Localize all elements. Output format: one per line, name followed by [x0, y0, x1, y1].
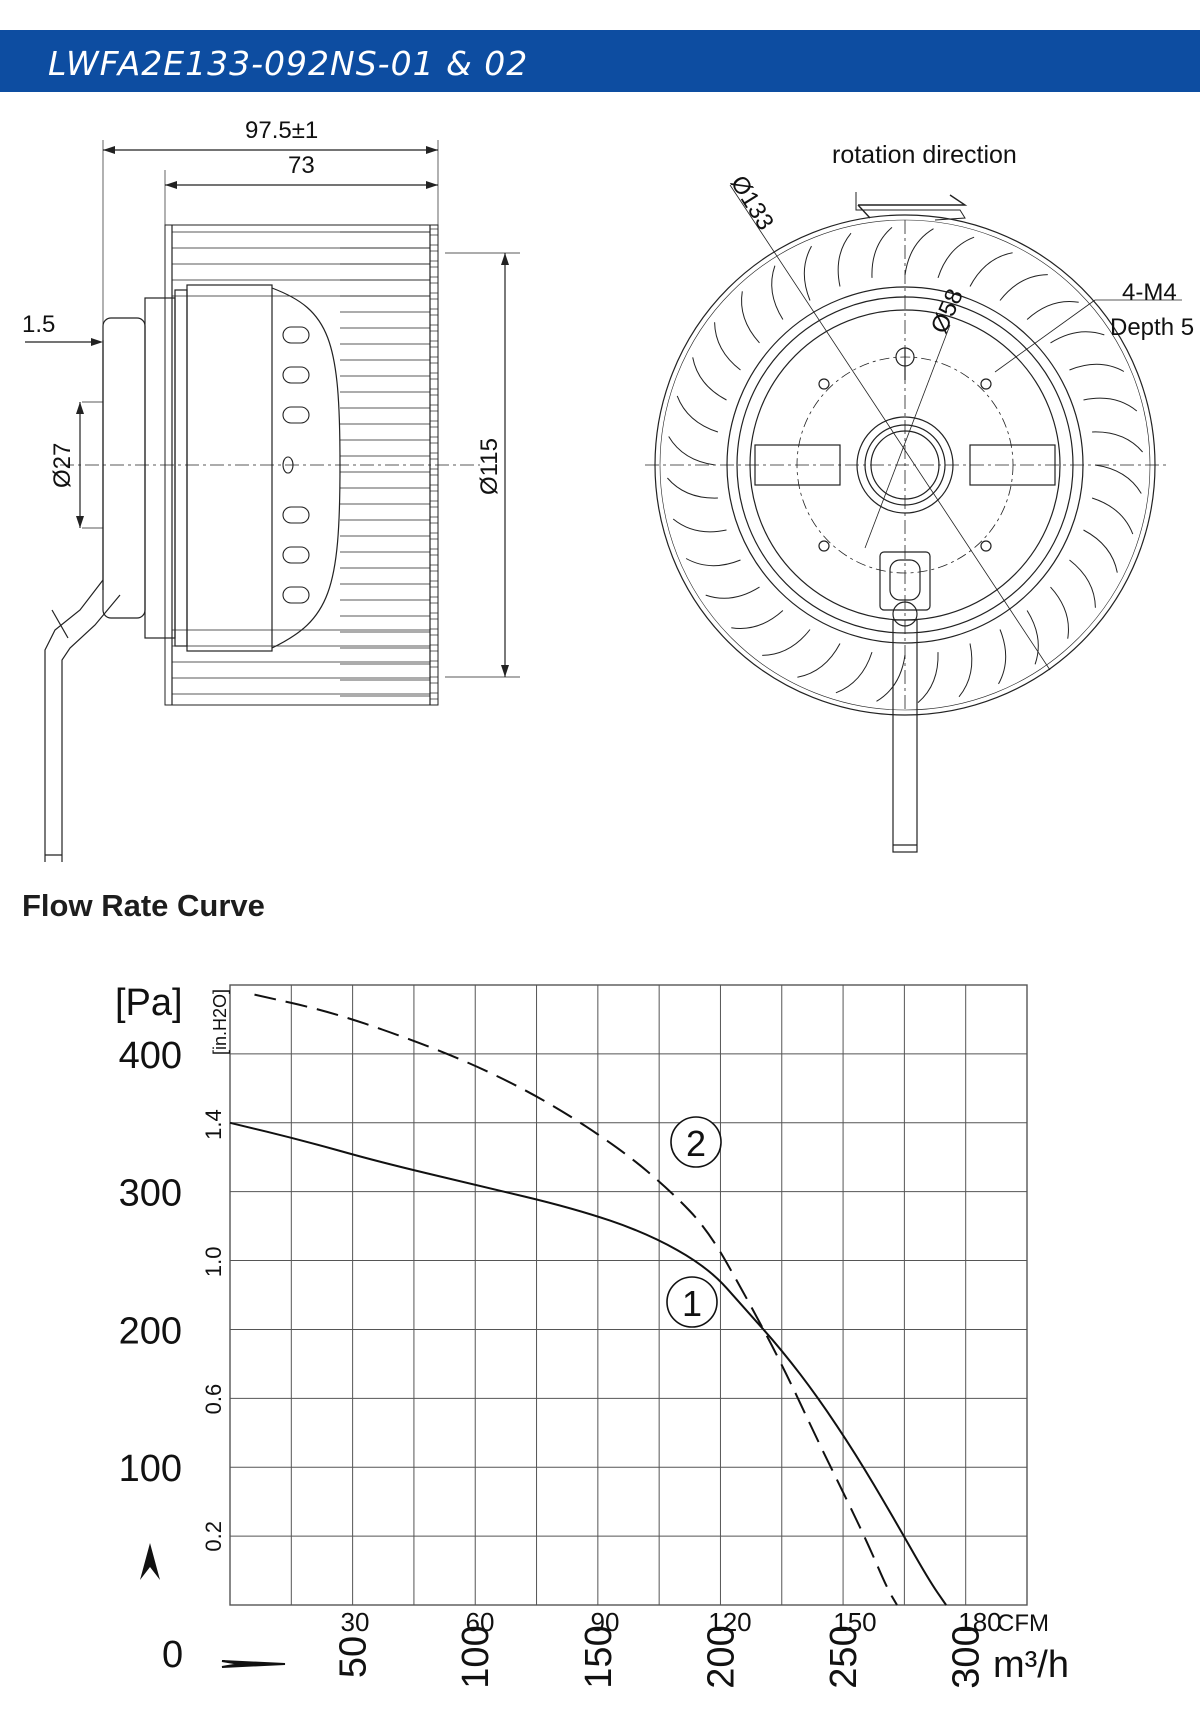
x-tick-label: 300: [946, 1625, 988, 1688]
dim-shaft-offset: 1.5: [22, 311, 55, 338]
x-tick-label-secondary: 180: [958, 1607, 1001, 1637]
origin-label: 0: [162, 1634, 183, 1676]
title-bar: LWFA2E133-092NS-01 & 02: [0, 30, 1200, 92]
series-label-2: 2: [670, 1116, 722, 1168]
svg-text:2: 2: [686, 1123, 706, 1164]
x-unit-primary: m³/h: [993, 1644, 1069, 1686]
y-tick-label-secondary: 0.2: [201, 1521, 226, 1552]
series-label-1: 1: [666, 1276, 718, 1328]
x-tick-label-secondary: 120: [708, 1607, 751, 1637]
x-tick-label: 200: [700, 1625, 742, 1688]
y-tick-label: 300: [119, 1173, 182, 1215]
depth-label: Depth 5: [1110, 314, 1194, 341]
y-unit-secondary: [in.H2O]: [210, 989, 230, 1055]
x-tick-label: 250: [823, 1625, 865, 1688]
page-title: LWFA2E133-092NS-01 & 02: [48, 44, 529, 83]
x-tick-label-secondary: 60: [466, 1607, 495, 1637]
x-axis-arrow-icon: [221, 1660, 286, 1668]
x-unit-secondary: CFM: [997, 1610, 1049, 1637]
series-line-2: [254, 993, 898, 1606]
section-title: Flow Rate Curve: [22, 888, 265, 923]
y-tick-label-secondary: 1.0: [201, 1247, 226, 1278]
x-tick-label: 100: [455, 1625, 497, 1688]
dim-bolt-circle: Ø58: [926, 285, 969, 337]
x-tick-label: 150: [578, 1625, 620, 1688]
y-tick-label: 100: [119, 1448, 182, 1490]
x-tick-label: 50: [333, 1636, 375, 1678]
y-tick-label: 200: [119, 1310, 182, 1352]
y-tick-label: 400: [119, 1035, 182, 1077]
series-line-1: [229, 1121, 947, 1606]
y-unit-primary: [Pa]: [115, 982, 183, 1024]
dim-overall-length: 97.5±1: [245, 117, 318, 144]
technical-drawing: 97.5±1 73 1.5 Ø27 Ø115: [22, 117, 1194, 862]
y-axis-arrow-icon: [140, 1543, 160, 1580]
thread-label: 4-M4: [1122, 279, 1177, 306]
x-tick-label-secondary: 30: [341, 1607, 370, 1637]
dim-impeller-diameter: Ø115: [476, 438, 503, 495]
y-tick-label-secondary: 0.6: [201, 1384, 226, 1415]
dim-impeller-width: 73: [288, 152, 315, 179]
rotation-direction-label: rotation direction: [832, 141, 1017, 169]
y-tick-label-secondary: 1.4: [201, 1109, 226, 1140]
dim-hub-diameter: Ø27: [49, 443, 76, 488]
dim-outer-diameter: Ø133: [725, 171, 779, 235]
x-tick-label-secondary: 150: [833, 1607, 876, 1637]
x-tick-label-secondary: 90: [591, 1607, 620, 1637]
svg-text:1: 1: [682, 1283, 702, 1324]
chart-grid: [229, 984, 1028, 1606]
